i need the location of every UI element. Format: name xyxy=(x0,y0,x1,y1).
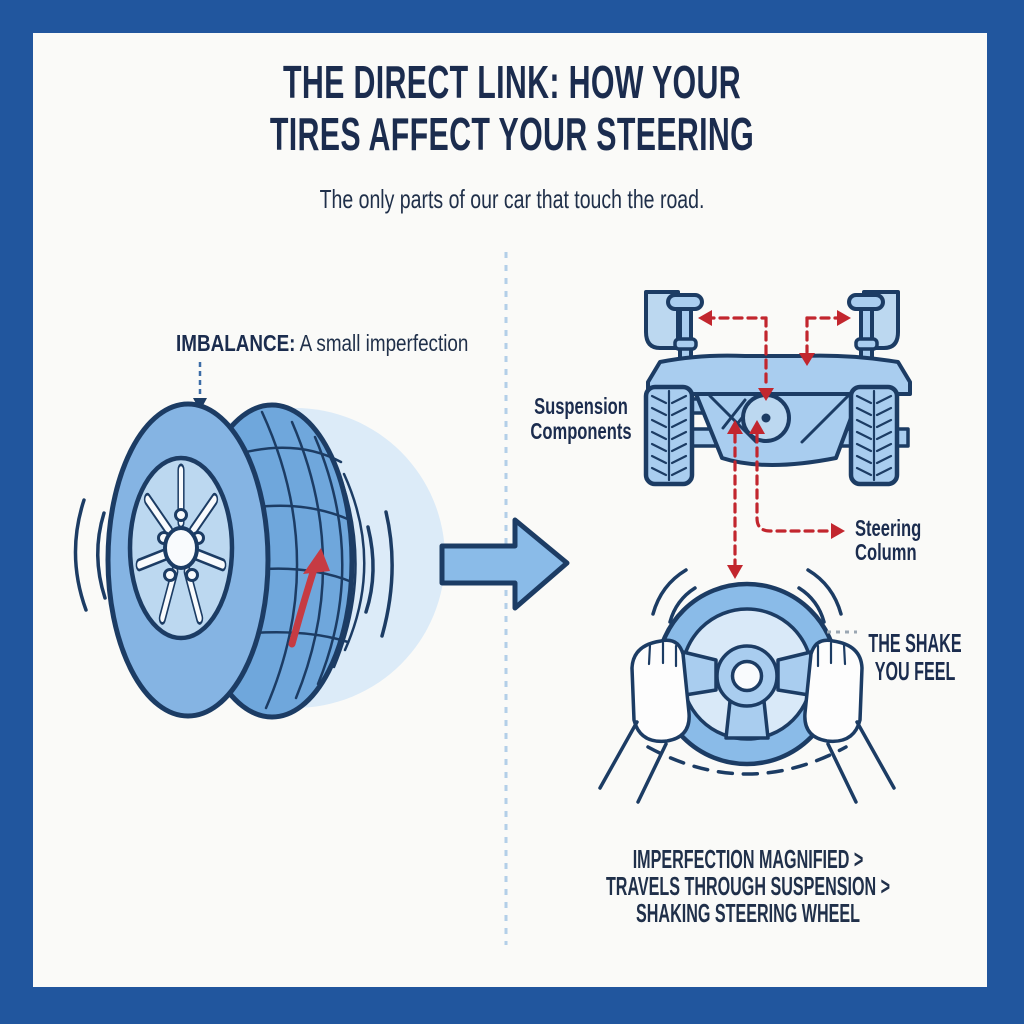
process-caption: IMPERFECTION MAGNIFIED > TRAVELS THROUGH… xyxy=(531,846,965,927)
left-hand xyxy=(598,638,691,804)
strut-left xyxy=(666,293,704,367)
wheel-hub xyxy=(157,508,205,582)
title-line-1: THE DIRECT LINK: HOW YOUR xyxy=(282,56,742,108)
tire-illustration xyxy=(73,401,445,720)
page-subtitle: The only parts of our car that touch the… xyxy=(319,184,705,214)
suspension-tire-left xyxy=(643,384,695,487)
page-title: THE DIRECT LINK: HOW YOUR TIRES AFFECT Y… xyxy=(174,56,850,160)
suspension-tire-right xyxy=(848,384,900,487)
caption-line-1: IMPERFECTION MAGNIFIED > xyxy=(632,844,864,874)
strut-right xyxy=(847,293,885,367)
steering-column-label: Steering Column xyxy=(855,515,922,565)
right-hand xyxy=(803,638,896,804)
imbalance-label-text: A small imperfection xyxy=(295,330,469,356)
caption-line-2: TRAVELS THROUGH SUSPENSION > xyxy=(605,871,891,901)
wheel-shake-dashed-arc xyxy=(646,745,848,776)
wheel-vibration-lines xyxy=(651,568,843,624)
title-line-2: TIRES AFFECT YOUR STEERING xyxy=(269,108,755,160)
vibration-path-arrows xyxy=(698,310,851,579)
shake-you-feel-label: THE SHAKE YOU FEEL xyxy=(868,628,962,686)
imbalance-label-keyword: IMBALANCE: xyxy=(176,330,296,356)
suspension-diagram xyxy=(643,290,912,487)
imbalance-label: IMBALANCE: A small imperfection xyxy=(176,330,468,357)
caption-line-3: SHAKING STEERING WHEEL xyxy=(636,898,860,928)
suspension-components-label: Suspension Components xyxy=(530,393,632,444)
imbalance-red-arrow-icon xyxy=(288,548,330,648)
steering-wheel-illustration xyxy=(598,568,896,804)
flow-arrow-icon xyxy=(439,517,570,611)
tire-vibration-lines xyxy=(73,498,394,638)
